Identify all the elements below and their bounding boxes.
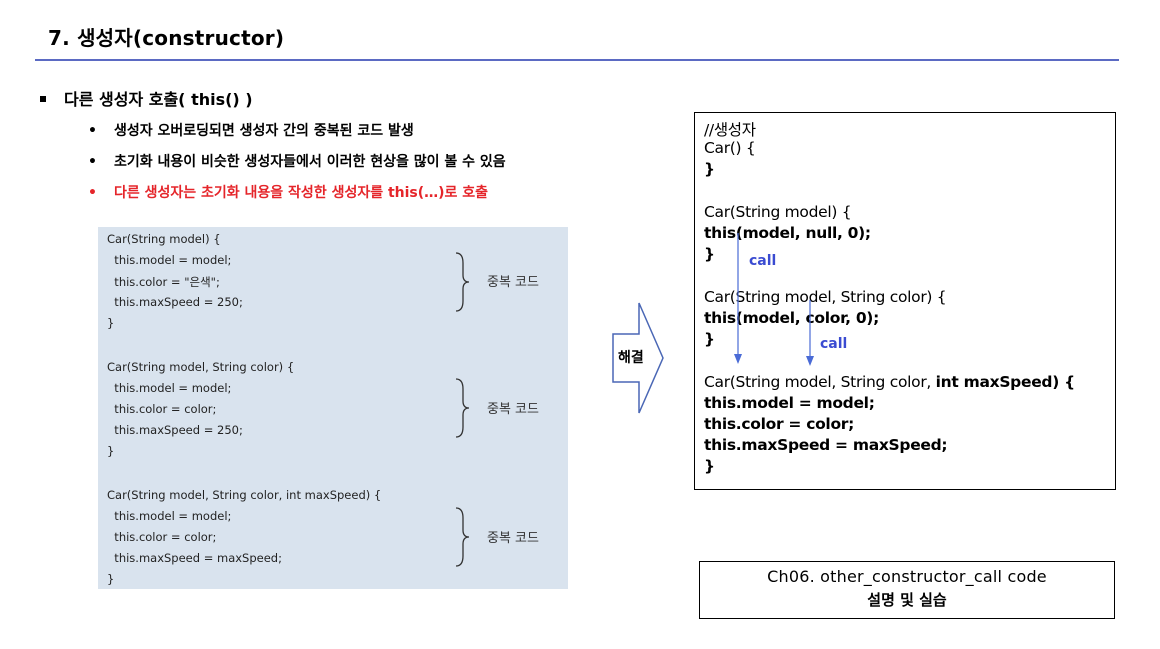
code-line: Car(String model, String color, int maxS… [107,488,382,502]
code-line: this.color = color; [704,415,855,433]
duplicate-code-label: 중복 코드 [487,402,539,417]
code-line: Car(String model) { [107,232,221,246]
main-bullet: 다른 생성자 호출( this() ) [40,86,253,110]
code-line: this.model = model; [107,253,232,267]
code-line: Car(String model, String color) { [704,288,947,306]
code-line: //생성자 [704,121,756,139]
sub-bullet-3: • 다른 생성자는 초기화 내용을 작성한 생성자를 this(…)로 호출 [88,182,488,202]
code-segment-bold: int maxSpeed) { [935,373,1075,391]
example-subtitle: 설명 및 실습 [867,591,947,609]
code-line: } [107,316,115,330]
code-line: Car() { [704,139,756,157]
example-reference-box: Ch06. other_constructor_call code 설명 및 실… [699,561,1115,619]
code-line: this.maxSpeed = maxSpeed; [704,436,948,454]
code-segment: Car(String model, String color, [704,373,936,391]
code-line: this.color = "은색"; [107,275,220,289]
code-line: this.maxSpeed = 250; [107,295,243,309]
refactored-code-box: //생성자 Car() { } Car(String model) { this… [694,112,1116,490]
code-line: this(model, color, 0); [704,309,879,327]
code-line: this.model = model; [107,509,232,523]
sub-bullet-2: • 초기화 내용이 비슷한 생성자들에서 이러한 현상을 많이 볼 수 있음 [88,151,506,171]
code-line: Car(String model) { [704,203,852,221]
sub-bullet-1: • 생성자 오버로딩되면 생성자 간의 중복된 코드 발생 [88,120,414,140]
right-arrow-icon [612,302,664,414]
code-line: } [704,160,715,178]
right-brace-icon [455,378,470,438]
code-line: } [704,330,715,348]
main-bullet-text: 다른 생성자 호출( this() ) [64,90,253,109]
square-bullet-icon [40,95,46,102]
duplicate-code-label: 중복 코드 [487,275,539,290]
code-line: this(model, null, 0); [704,224,871,242]
code-line: Car(String model, String color, int maxS… [704,373,1075,391]
sub-bullet-text: 초기화 내용이 비슷한 생성자들에서 이러한 현상을 많이 볼 수 있음 [114,154,506,170]
dot-bullet-icon: • [88,185,97,201]
duplicate-code-panel: Car(String model) { this.model = model; … [98,227,568,589]
code-line: } [704,457,715,475]
sub-bullet-text: 다른 생성자는 초기화 내용을 작성한 생성자를 this(…)로 호출 [114,185,489,201]
code-line: } [107,572,115,586]
code-line: this.model = model; [704,394,875,412]
page-title: 7. 생성자(constructor) [48,26,285,50]
code-line: this.maxSpeed = 250; [107,423,243,437]
code-line: this.color = color; [107,402,217,416]
code-line: this.maxSpeed = maxSpeed; [107,551,282,565]
call-label: call [820,336,848,352]
duplicate-code-label: 중복 코드 [487,531,539,546]
call-label: call [749,253,777,269]
right-brace-icon [455,507,470,567]
code-line: this.color = color; [107,530,217,544]
arrow-label: 해결 [618,350,644,366]
dot-bullet-icon: • [88,154,97,170]
code-line: } [107,444,115,458]
title-divider [35,59,1119,61]
code-line: this.model = model; [107,381,232,395]
code-line: Car(String model, String color) { [107,360,295,374]
dot-bullet-icon: • [88,123,97,139]
example-title: Ch06. other_constructor_call code [767,567,1047,586]
right-brace-icon [455,252,470,312]
sub-bullet-text: 생성자 오버로딩되면 생성자 간의 중복된 코드 발생 [114,123,414,139]
code-line: } [704,245,715,263]
